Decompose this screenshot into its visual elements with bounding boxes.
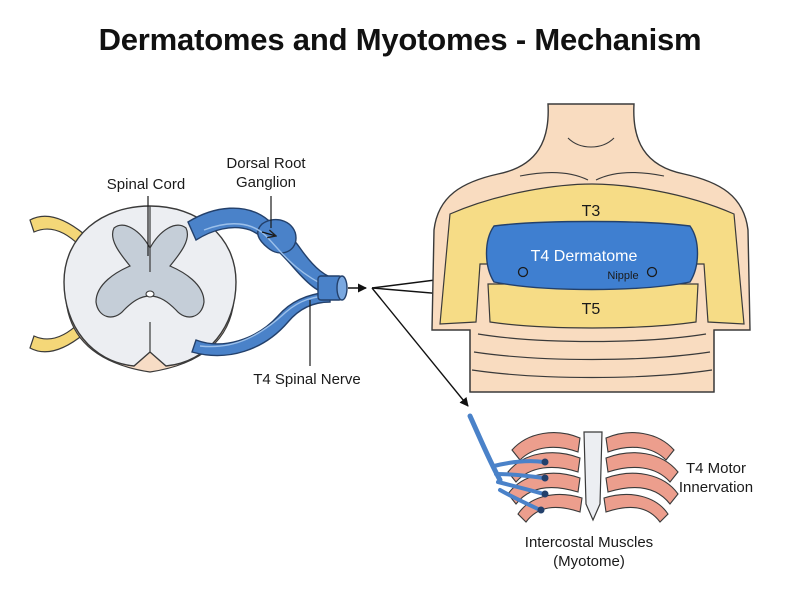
t4-dermatome-band <box>485 220 699 291</box>
central-canal <box>145 290 155 298</box>
nipple-left <box>517 266 529 278</box>
nipple-right <box>646 266 658 278</box>
intercostal-muscles-label-line2: (Myotome) <box>553 553 625 570</box>
ventral-root-yellow <box>29 320 85 353</box>
spinal-nerve-label: T4 Spinal Nerve <box>253 371 361 388</box>
t4-dermatome-label: T4 Dermatome <box>531 248 638 265</box>
motor-innervation-label-line1: T4 Motor <box>686 460 746 477</box>
dorsal-root-yellow <box>29 215 85 248</box>
t5-label: T5 <box>582 301 601 318</box>
page-title: Dermatomes and Myotomes - Mechanism <box>98 22 702 57</box>
drg-label-line2: Ganglion <box>236 174 296 191</box>
spinal-nerve-end <box>336 275 348 301</box>
ventral-root <box>191 291 331 357</box>
motor-nerve-fibers <box>467 413 549 514</box>
nipple-label: Nipple <box>607 270 638 282</box>
sternum <box>583 431 603 522</box>
arrow-to-muscles <box>371 287 469 407</box>
torso-illustration <box>431 103 751 393</box>
spinal-cord-label: Spinal Cord <box>107 176 185 193</box>
spinal-cord-illustration <box>29 205 237 373</box>
t3-label: T3 <box>582 203 601 220</box>
t5-band <box>487 283 699 329</box>
intercostal-muscles-label-line1: Intercostal Muscles <box>525 534 653 551</box>
nerve-roots <box>187 207 348 357</box>
ribcage-illustration <box>507 431 679 523</box>
drg-label-line1: Dorsal Root <box>226 155 306 172</box>
motor-innervation-label-line2: Innervation <box>679 479 753 496</box>
